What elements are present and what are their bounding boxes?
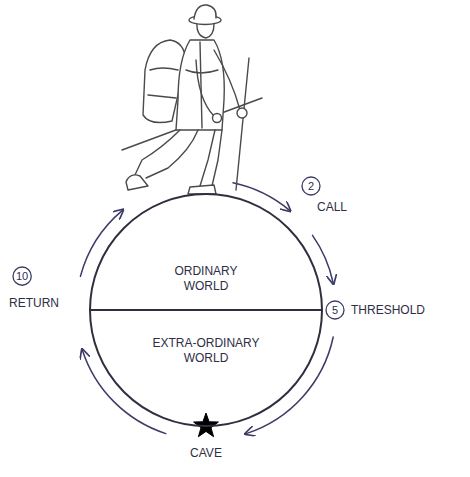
stage-label: CALL [316,200,348,214]
backpack-straps [148,68,178,98]
stage-label: CAVE [189,446,223,460]
hiker-hand [237,108,247,118]
journey-arrow [80,210,122,276]
hiker-figure [122,5,262,194]
callout-number: 10 [16,271,28,282]
world-name: ORDINARY WORLD [156,264,256,294]
journey-arrow [246,337,333,434]
hiker-arm [196,60,214,116]
step-number-circle: 5 [325,300,345,320]
hiker-boot [188,185,216,194]
world-half: EXTRA-ORDINARY WORLD [90,310,322,426]
stage-label: RETURN [8,296,60,310]
world-name: EXTRA-ORDINARY WORLD [141,336,271,366]
callout-number: 5 [332,305,338,316]
step-number-circle: 2 [301,176,321,196]
journey-arrows [80,183,333,434]
hiker-jacket [176,40,224,130]
number-ring [302,177,320,195]
world-half: ORDINARY WORLD [90,194,322,310]
half-circle-outline [90,194,322,310]
hiker-leg [134,130,198,178]
hiker-arm [214,50,240,110]
half-circle-outline [90,310,322,426]
node-outline [90,310,322,426]
step-number-circle: 10 [12,266,32,286]
number-ring [13,267,31,285]
journey-arrow [313,235,334,283]
hiker-leg [200,130,222,186]
stage-label: THRESHOLD [350,303,426,317]
hiker-hand [213,114,222,123]
hiker-boot [126,175,148,190]
callout-number: 2 [308,181,314,192]
walking-stick [236,58,249,190]
journey-arrow [233,183,290,211]
number-ring [326,301,344,319]
hat-crown [194,5,216,19]
